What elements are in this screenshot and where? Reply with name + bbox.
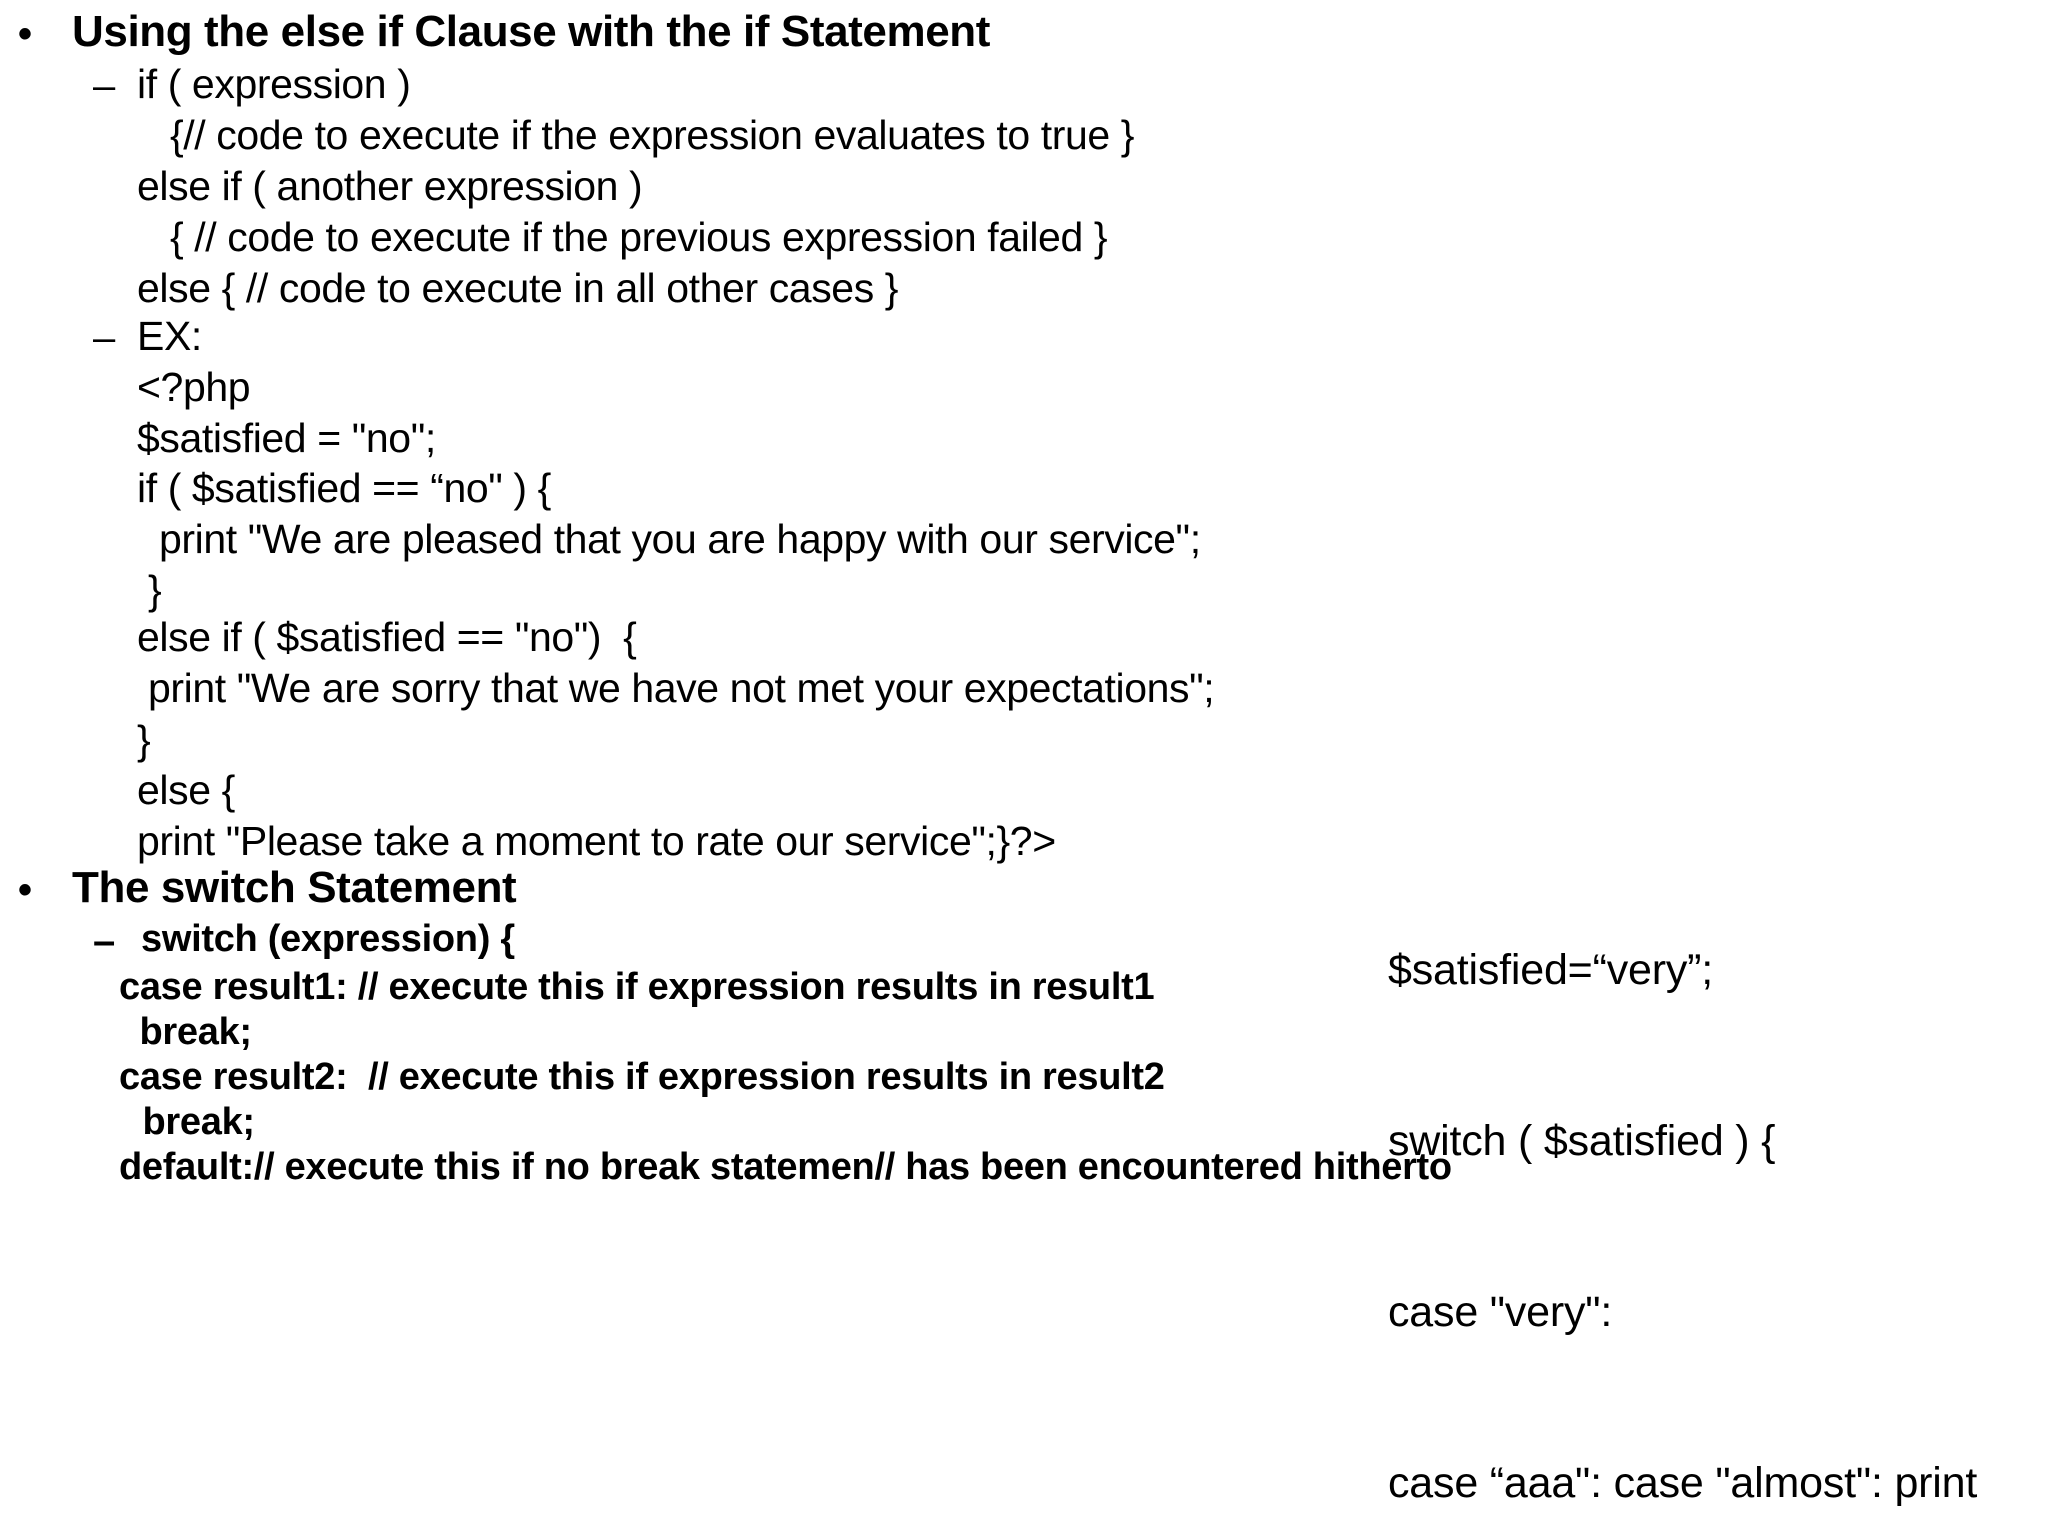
dash-marker-syntax: – (93, 64, 116, 108)
example-line-else-open: else { (137, 767, 235, 813)
switch-line-case-result2: case result2: // execute this if express… (119, 1056, 1165, 1098)
example-line-print-pleased: print "We are pleased that you are happy… (137, 516, 1201, 562)
dash-marker-switch-syntax: – (93, 919, 116, 963)
example-label-ex: EX: (137, 313, 202, 359)
side-note-line-case-aaa-almost: case “aaa": case "almost": print (1388, 1459, 1978, 1507)
side-note-line-case-very: case "very": (1388, 1288, 1613, 1336)
switch-line-expression: switch (expression) { (141, 918, 515, 960)
example-line-print-sorry: print "We are sorry that we have not met… (137, 665, 1215, 711)
example-line-php-open-tag: <?php (137, 364, 251, 410)
side-note-line-assign: $satisfied=“very”; (1388, 946, 1713, 994)
syntax-line-else-if: else if ( another expression ) (137, 163, 643, 209)
dash-marker-example: – (93, 316, 116, 360)
switch-line-break-2: break; (122, 1101, 256, 1143)
bullet-marker-switch: • (18, 868, 33, 912)
syntax-line-else-other-cases: else { // code to execute in all other c… (137, 265, 899, 311)
main-content-column: • Using the else if Clause with the if S… (18, 7, 1452, 1187)
side-note-line-switch-open: switch ( $satisfied ) { (1388, 1117, 1776, 1165)
switch-example-note: $satisfied=“very”; switch ( $satisfied )… (1388, 828, 2048, 1536)
example-line-close-brace-2: } (137, 717, 151, 763)
syntax-line-if-expression: if ( expression ) (137, 61, 411, 107)
heading-else-if-clause: Using the else if Clause with the if Sta… (72, 7, 990, 56)
example-line-if-condition: if ( $satisfied == “no" ) { (137, 465, 551, 511)
heading-switch-statement: The switch Statement (72, 863, 517, 912)
example-line-print-rate-service: print "Please take a moment to rate our … (137, 818, 1056, 864)
switch-line-case-result1: case result1: // execute this if express… (119, 966, 1155, 1008)
switch-line-default: default:// execute this if no break stat… (119, 1146, 1452, 1188)
example-line-else-if-condition: else if ( $satisfied == "no") { (137, 614, 637, 660)
syntax-line-previous-failed: { // code to execute if the previous exp… (170, 214, 1108, 260)
bullet-marker-else-if: • (18, 12, 33, 56)
example-line-close-brace-1: } (137, 567, 162, 613)
syntax-line-true-branch: {// code to execute if the expression ev… (170, 112, 1135, 158)
switch-line-break-1: break; (119, 1011, 253, 1053)
example-line-assign-satisfied: $satisfied = "no"; (137, 415, 436, 461)
